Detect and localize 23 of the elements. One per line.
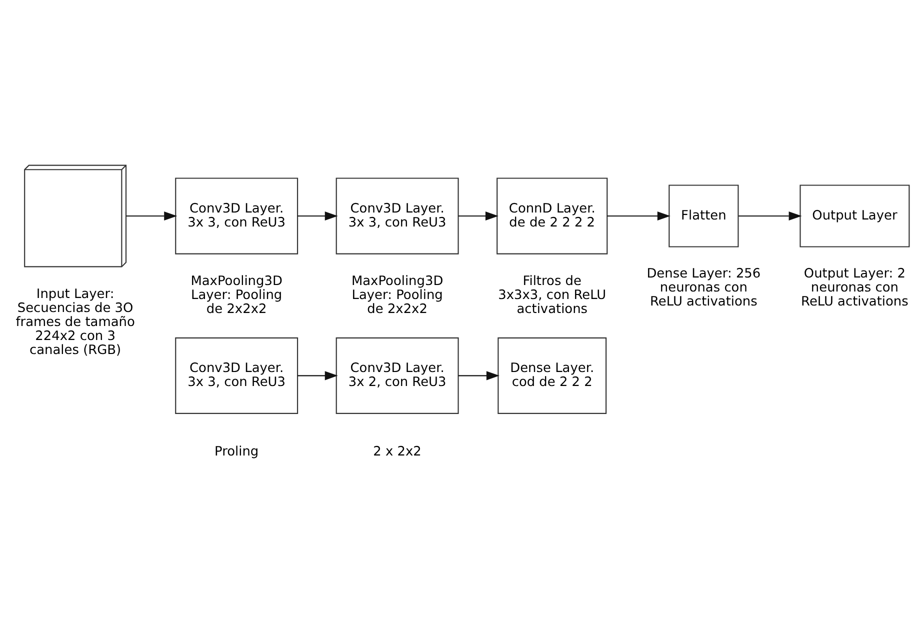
arrow bbox=[458, 210, 498, 220]
arrow bbox=[297, 370, 338, 380]
arrow bbox=[738, 210, 802, 220]
node-label: Dense Layer: 256 neuronas con ReLU activations bbox=[646, 266, 760, 310]
node-label: Proling bbox=[214, 444, 258, 460]
node-box: Output Layer bbox=[799, 184, 910, 247]
node-box: Conv3D Layer. 3x 3, con ReU3 bbox=[335, 177, 458, 254]
arrow bbox=[458, 370, 499, 380]
arrow bbox=[126, 210, 177, 220]
node-box: Dense Layer. cod de 2 2 2 bbox=[497, 336, 606, 414]
arrow bbox=[297, 210, 338, 220]
node-box: Conv3D Layer. 3x 2, con ReU3 bbox=[335, 336, 458, 414]
arrow bbox=[606, 210, 670, 220]
node-box: ConnD Layer. de de 2 2 2 2 bbox=[496, 177, 608, 254]
node-box: Conv3D Layer. 3x 3, con ReU3 bbox=[174, 336, 298, 414]
node-label: Output Layer: 2 neuronas con ReLU activations bbox=[800, 266, 908, 310]
node-box: Conv3D Layer. 3x 3, con ReU3 bbox=[174, 177, 298, 254]
node-label: Filtros de 3x3x3, con ReLU activations bbox=[498, 274, 606, 317]
node-label: 2 x 2x2 bbox=[372, 444, 421, 460]
node-label: MaxPooling3D Layer: Pooling de 2x2x2 bbox=[190, 274, 282, 317]
node-label: Input Layer: Secuencias de 3O frames de tamaño 224x2 con 3 canales (RGB) bbox=[15, 286, 134, 358]
node-label: MaxPooling3D Layer: Pooling de 2x2x2 bbox=[350, 274, 443, 317]
node-box: Flatten bbox=[668, 184, 738, 247]
